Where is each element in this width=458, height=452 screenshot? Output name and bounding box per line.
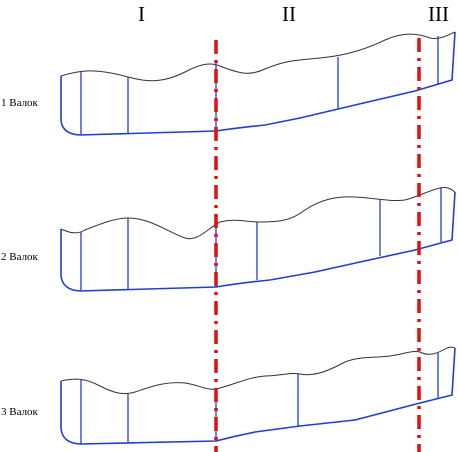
roll-3-section-lines	[80, 352, 439, 444]
row-label-1: 1 Валок	[1, 97, 38, 109]
section-label-III: III	[428, 2, 449, 26]
roll-2-top-outline	[60, 187, 456, 240]
section-label-II: II	[282, 2, 296, 26]
roll-1-top-outline	[60, 31, 456, 82]
roll-3-profile	[60, 346, 456, 445]
row-label-2: 2 Валок	[1, 251, 38, 263]
section-cuts	[214, 38, 421, 452]
roll-3-bottom-outline	[60, 347, 456, 445]
roll-1-profile	[60, 31, 456, 136]
roll-2-section-lines	[80, 188, 442, 291]
roll-3-top-outline	[60, 346, 456, 395]
section-label-I: I	[138, 2, 145, 26]
roll-2-profile	[60, 187, 456, 292]
roll-1-section-lines	[80, 36, 439, 134]
roll-1-bottom-outline	[60, 31, 456, 136]
roll-2-bottom-outline	[60, 191, 456, 292]
row-label-3: 3 Валок	[1, 406, 38, 418]
